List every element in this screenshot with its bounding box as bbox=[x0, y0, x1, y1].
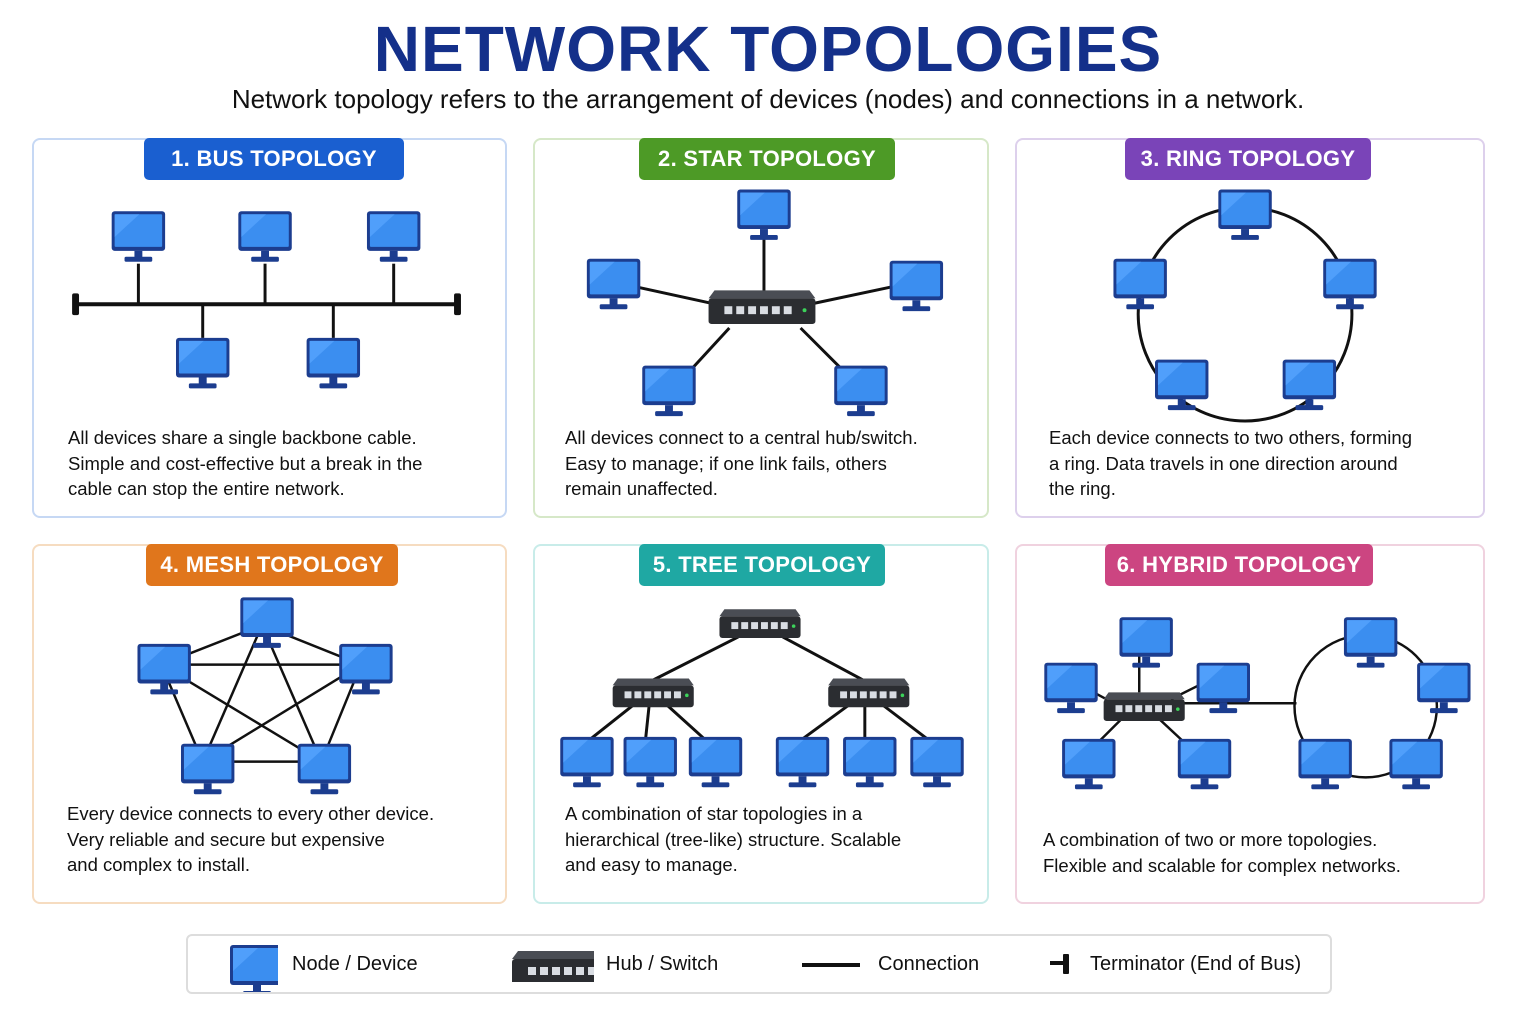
computer-icon bbox=[834, 365, 888, 417]
computer-icon bbox=[240, 597, 294, 648]
description-line: and easy to manage. bbox=[565, 854, 738, 875]
tree-links bbox=[586, 635, 932, 743]
computer-icon bbox=[1218, 189, 1272, 240]
mesh-topology-diagram bbox=[137, 597, 393, 795]
description-line: Easy to manage; if one link fails, other… bbox=[565, 452, 887, 474]
description-line: remain unaffected. bbox=[565, 478, 718, 499]
ring-topology-diagram bbox=[1113, 189, 1377, 423]
computer-icon bbox=[688, 736, 743, 788]
description-line: Flexible and scalable for complex networ… bbox=[1043, 854, 1401, 876]
mesh-topology-badge: 4. MESH TOPOLOGY bbox=[146, 544, 398, 586]
description-line: Every device connects to every other dev… bbox=[67, 803, 435, 824]
description-line: A combination of star topologies in a bbox=[565, 803, 863, 824]
computer-icon bbox=[1323, 258, 1377, 310]
legend-node-label: Node / Device bbox=[292, 953, 418, 975]
computer-icon bbox=[238, 211, 292, 262]
computer-icon bbox=[339, 643, 393, 695]
legend: Node / Device Hub / Switch Connection Te… bbox=[186, 934, 1332, 994]
computer-icon bbox=[1282, 359, 1337, 411]
computer-icon bbox=[180, 743, 235, 795]
computer-icon bbox=[1417, 662, 1471, 714]
computer-icon bbox=[1044, 662, 1098, 714]
description-line: Simple and cost-effective but a break in… bbox=[68, 452, 423, 474]
description-line: Each device connects to two others, form… bbox=[1049, 427, 1412, 448]
bus-terminator-left bbox=[72, 293, 80, 316]
tree-topology-panel: 5. TREE TOPOLOGY A combination of star t… bbox=[533, 544, 989, 904]
description-line: and complex to install. bbox=[67, 854, 251, 875]
switch-icon bbox=[828, 678, 910, 708]
hybrid-topology-diagram bbox=[1044, 617, 1471, 790]
legend-connection-label: Connection bbox=[878, 953, 980, 975]
computer-icon bbox=[910, 736, 964, 788]
computer-icon bbox=[1177, 738, 1232, 790]
legend-connection-icon bbox=[802, 963, 860, 967]
legend-switch-label: Hub / Switch bbox=[606, 953, 719, 975]
legend-switch-icon bbox=[512, 951, 594, 982]
description-line: A combination of two or more topologies. bbox=[1043, 829, 1378, 850]
computer-icon bbox=[775, 736, 830, 788]
legend-node-icon bbox=[230, 945, 278, 992]
ring-topology-description: Each device connects to two others, form… bbox=[1049, 425, 1412, 502]
computer-icon bbox=[1119, 617, 1173, 668]
bus-topology-panel: 1. BUS TOPOLOGY All devices share a sing… bbox=[32, 138, 507, 518]
computer-icon bbox=[1062, 738, 1116, 790]
computer-icon bbox=[843, 736, 897, 788]
ring-topology-badge: 3. RING TOPOLOGY bbox=[1125, 138, 1371, 180]
tree-topology-description: A combination of star topologies in a hi… bbox=[565, 801, 901, 878]
computer-icon bbox=[623, 736, 677, 788]
computer-icon bbox=[1196, 662, 1250, 714]
bus-topology-description: All devices share a single backbone cabl… bbox=[68, 425, 422, 502]
computer-icon bbox=[889, 260, 944, 312]
computer-icon bbox=[306, 337, 361, 389]
hybrid-topology-description: A combination of two or more topologies.… bbox=[1043, 827, 1401, 878]
computer-icon bbox=[1298, 738, 1352, 790]
star-topology-panel: 2. STAR TOPOLOGY All devices connect to … bbox=[533, 138, 989, 518]
description-line: the ring. bbox=[1049, 478, 1116, 499]
bus-drop-cables bbox=[136, 263, 396, 338]
switch-icon bbox=[612, 678, 694, 708]
computer-icon bbox=[1343, 617, 1398, 668]
mesh-topology-panel: 4. MESH TOPOLOGY Every device connects t… bbox=[32, 544, 507, 904]
bus-terminator-right bbox=[454, 293, 461, 316]
star-topology-badge: 2. STAR TOPOLOGY bbox=[639, 138, 895, 180]
computer-icon bbox=[1389, 738, 1443, 790]
tree-topology-badge: 5. TREE TOPOLOGY bbox=[639, 544, 885, 586]
star-topology-diagram bbox=[586, 189, 944, 417]
computer-icon bbox=[586, 258, 641, 310]
ring-topology-panel: 3. RING TOPOLOGY Each device connects to… bbox=[1015, 138, 1485, 518]
page-title: NETWORK TOPOLOGIES bbox=[373, 13, 1163, 85]
computer-icon bbox=[111, 211, 166, 262]
description-line: Very reliable and secure but expensive bbox=[67, 828, 385, 850]
computer-icon bbox=[1155, 359, 1209, 411]
description-line: cable can stop the entire network. bbox=[68, 478, 345, 499]
page-subtitle: Network topology refers to the arrangeme… bbox=[231, 84, 1305, 114]
switch-icon bbox=[1103, 692, 1185, 722]
switch-icon bbox=[719, 609, 801, 638]
tree-topology-diagram bbox=[560, 609, 964, 788]
computer-icon bbox=[560, 736, 614, 788]
legend-terminator-icon bbox=[1050, 954, 1069, 974]
hybrid-topology-panel: 6. HYBRID TOPOLOGY A combination of two … bbox=[1015, 544, 1485, 904]
description-line: All devices share a single backbone cabl… bbox=[68, 427, 417, 448]
computer-icon bbox=[1113, 258, 1167, 310]
description-line: hierarchical (tree-like) structure. Scal… bbox=[565, 828, 902, 850]
computer-icon bbox=[737, 189, 791, 240]
bus-topology-diagram bbox=[72, 211, 461, 389]
star-topology-description: All devices connect to a central hub/swi… bbox=[565, 425, 918, 502]
hybrid-topology-badge: 6. HYBRID TOPOLOGY bbox=[1105, 544, 1373, 586]
legend-terminator-label: Terminator (End of Bus) bbox=[1090, 953, 1302, 975]
computer-icon bbox=[642, 365, 696, 417]
switch-icon bbox=[708, 290, 816, 325]
description-line: a ring. Data travels in one direction ar… bbox=[1049, 452, 1398, 474]
computer-icon bbox=[366, 211, 421, 262]
computer-icon bbox=[297, 743, 352, 795]
mesh-topology-description: Every device connects to every other dev… bbox=[67, 801, 434, 878]
description-line: All devices connect to a central hub/swi… bbox=[565, 427, 918, 448]
bus-topology-badge: 1. BUS TOPOLOGY bbox=[144, 138, 404, 180]
computer-icon bbox=[175, 337, 230, 389]
computer-icon bbox=[137, 643, 191, 695]
